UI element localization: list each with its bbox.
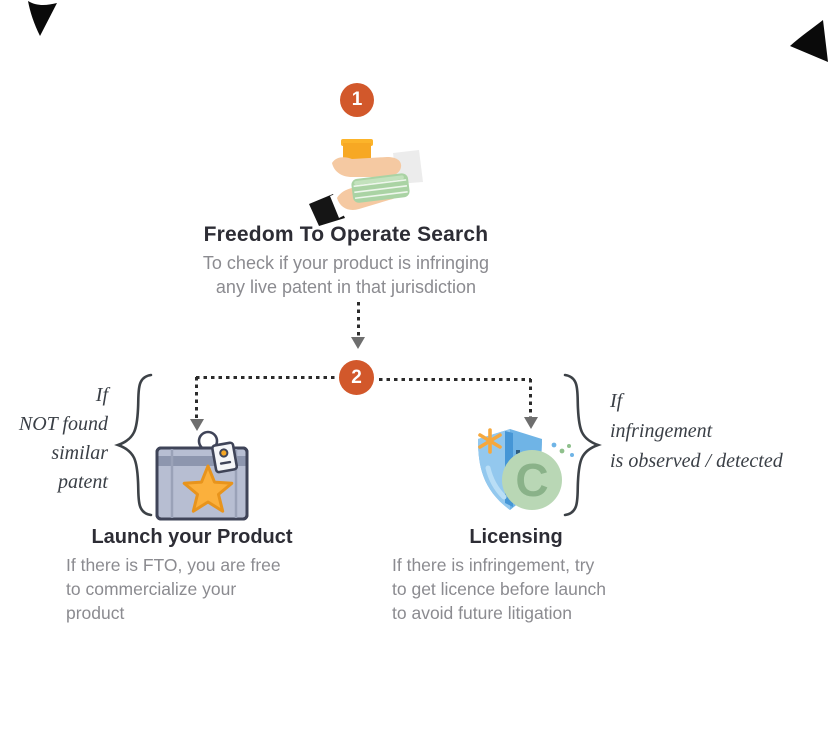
step-1-badge: 1 xyxy=(340,83,374,117)
left-condition-line3: similar xyxy=(51,442,108,464)
licensing-desc-line2: to get licence before launch xyxy=(392,579,607,599)
right-brace-icon xyxy=(563,373,602,517)
launch-desc-line1: If there is FTO, you are free xyxy=(66,555,281,575)
right-condition-line2: infringement xyxy=(610,420,713,442)
licensing-desc-line1: If there is infringement, try xyxy=(392,555,595,575)
left-condition-text: If NOT found similar patent xyxy=(0,381,108,497)
launch-product-title: Launch your Product xyxy=(91,526,293,548)
fto-search-subtitle: To check if your product is infringing a… xyxy=(146,251,546,299)
step-2-badge: 2 xyxy=(339,360,374,395)
licensing-desc-line3: to avoid future litigation xyxy=(392,603,572,623)
dotted-connector-step1-step2 xyxy=(356,302,360,338)
dotted-connector-left-down xyxy=(195,377,198,420)
launch-desc-line3: product xyxy=(66,603,125,623)
left-condition-line4: patent xyxy=(58,471,108,493)
dotted-connector-left-branch xyxy=(196,376,337,379)
left-condition-line2: NOT found xyxy=(18,413,108,435)
step-2-number: 2 xyxy=(351,366,362,388)
ink-mark-top-left-icon xyxy=(28,1,57,36)
dotted-connector-right-down xyxy=(529,379,532,418)
product-box-star-tag-icon xyxy=(155,430,249,521)
copyright-letter: C xyxy=(515,454,548,506)
copyright-shield-icon: C xyxy=(478,428,574,510)
step-1-number: 1 xyxy=(351,89,363,110)
arrowhead-step2-icon xyxy=(351,337,365,349)
ink-mark-top-right-icon xyxy=(790,20,828,62)
licensing-title: Licensing xyxy=(469,526,563,548)
launch-product-description: If there is FTO, you are free to commerc… xyxy=(66,553,328,625)
arrowhead-left-branch-icon xyxy=(189,419,204,431)
licensing-description: If there is infringement, try to get lic… xyxy=(392,553,664,625)
left-brace-icon xyxy=(114,373,153,517)
right-condition-text: If infringement is observed / detected xyxy=(610,386,828,476)
arrowhead-right-branch-icon xyxy=(523,417,538,429)
hand-giving-money-icon xyxy=(309,139,423,226)
right-condition-line3: is observed / detected xyxy=(610,450,783,472)
launch-desc-line2: to commercialize your xyxy=(66,579,237,599)
fto-search-title: Freedom To Operate Search xyxy=(203,223,489,246)
dotted-connector-right-branch xyxy=(379,378,531,381)
fto-search-subtitle-line1: To check if your product is infringing xyxy=(202,253,490,273)
left-condition-line1: If xyxy=(95,384,108,406)
right-condition-line1: If xyxy=(610,390,623,412)
fto-search-subtitle-line2: any live patent in that jurisdiction xyxy=(215,277,477,297)
